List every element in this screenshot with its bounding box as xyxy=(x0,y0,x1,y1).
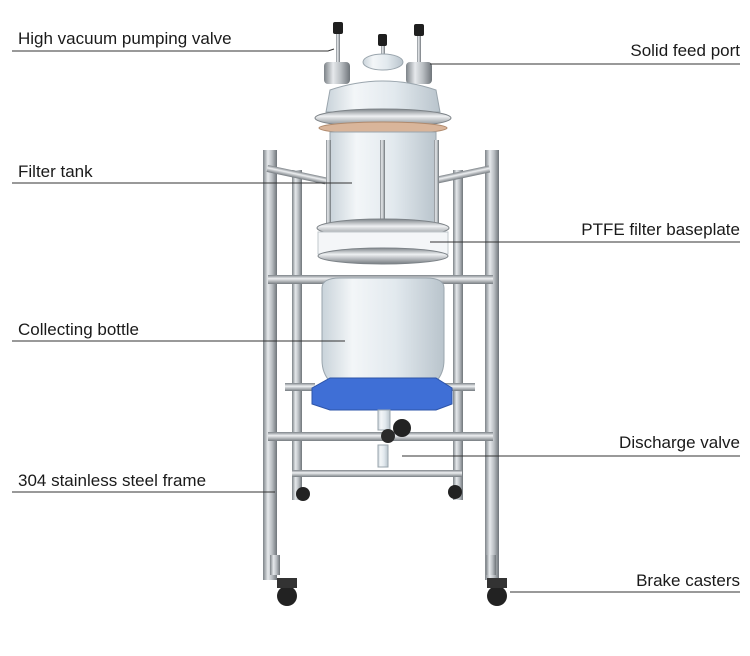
discharge-valve xyxy=(377,409,411,468)
label-ptfe-filter-baseplate: PTFE filter baseplate xyxy=(581,220,740,239)
reactor-lid xyxy=(314,80,452,135)
label-high-vacuum-pumping-valve: High vacuum pumping valve xyxy=(18,29,232,48)
label-filter-tank: Filter tank xyxy=(18,162,93,181)
top-valves xyxy=(324,22,432,84)
leader-lines xyxy=(12,48,740,593)
frame-back-posts xyxy=(292,170,463,500)
label-solid-feed-port: Solid feed port xyxy=(630,41,740,60)
label-collecting-bottle: Collecting bottle xyxy=(18,320,139,339)
filter-tank xyxy=(326,131,439,225)
label-brake-casters: Brake casters xyxy=(636,571,740,590)
frame-front-posts xyxy=(263,150,499,580)
ptfe-baseplate xyxy=(316,218,450,265)
label-304-stainless-steel-frame: 304 stainless steel frame xyxy=(18,471,207,490)
blue-support xyxy=(311,377,453,411)
leader-high-vacuum-valve xyxy=(12,48,335,52)
casters xyxy=(277,485,507,606)
label-discharge-valve: Discharge valve xyxy=(619,433,740,452)
